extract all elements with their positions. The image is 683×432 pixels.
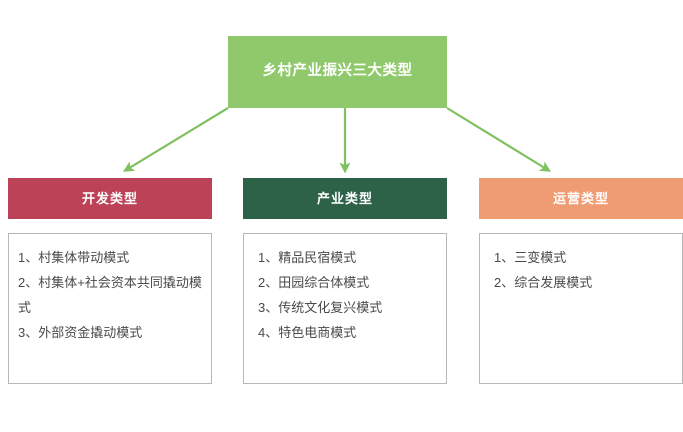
category-header-operation-label: 运营类型 [552,190,609,206]
arrow-to-development-icon [122,107,229,172]
list-item: 2、综合发展模式 [494,275,593,290]
list-item: 3、外部资金撬动模式 [18,325,143,340]
list-item: 3、传统文化复兴模式 [258,300,383,315]
category-column-development: 开发类型 1、村集体带动模式 2、村集体+社会资本共同撬动模式 3、外部资金撬动… [8,178,212,384]
category-header-industry-label: 产业类型 [316,190,373,206]
list-item: 1、精品民宿模式 [258,250,357,265]
category-header-industry: 产业类型 [243,178,447,219]
content-box-development: 1、村集体带动模式 2、村集体+社会资本共同撬动模式 3、外部资金撬动模式 [8,233,212,384]
category-column-operation: 运营类型 1、三变模式 2、综合发展模式 [479,178,683,384]
list-item: 1、三变模式 [494,250,567,265]
content-box-operation: 1、三变模式 2、综合发展模式 [479,233,683,384]
category-column-industry: 产业类型 1、精品民宿模式 2、田园综合体模式 3、传统文化复兴模式 4、特色电… [243,178,447,384]
list-item: 4、特色电商模式 [258,325,357,340]
arrow-to-operation-icon [446,107,551,172]
category-header-development: 开发类型 [8,178,212,219]
list-item: 1、村集体带动模式 [18,250,130,265]
list-item: 2、村集体+社会资本共同撬动模式 [18,275,202,315]
category-header-development-label: 开发类型 [81,190,138,206]
category-header-operation: 运营类型 [479,178,683,219]
content-box-industry: 1、精品民宿模式 2、田园综合体模式 3、传统文化复兴模式 4、特色电商模式 [243,233,447,384]
diagram-title-box: 乡村产业振兴三大类型 [228,36,447,108]
diagram-title-text: 乡村产业振兴三大类型 [262,63,413,80]
list-item: 2、田园综合体模式 [258,275,370,290]
